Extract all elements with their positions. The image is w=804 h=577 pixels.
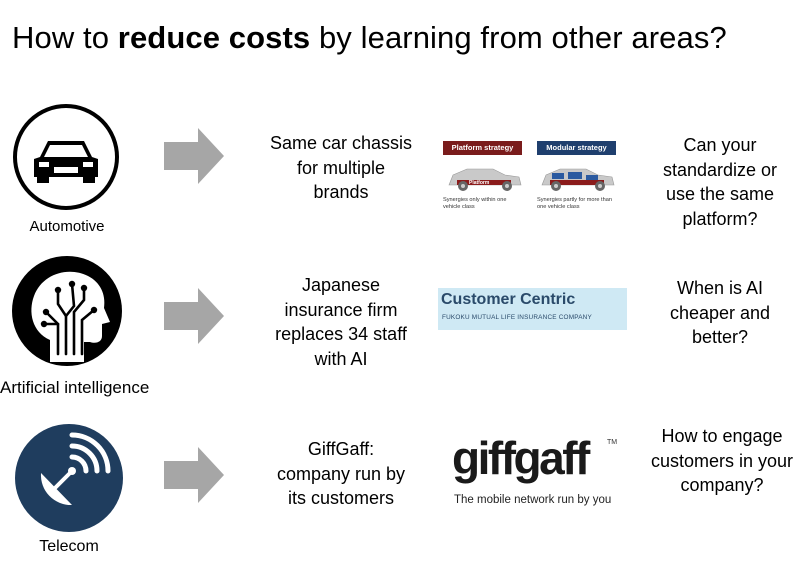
customer-centric-banner: Customer Centric FUKOKU MUTUAL LIFE INSU… bbox=[438, 288, 627, 330]
row-description-ai: Japanese insurance firm replaces 34 staf… bbox=[275, 275, 407, 369]
modular-strategy-label: Modular strategy bbox=[537, 141, 616, 155]
row-description-automotive: Same car chassis for multiple brands bbox=[269, 133, 413, 202]
platform-car-label: Platform bbox=[469, 180, 490, 186]
row-description-telecom: GiffGaff: company run by its customers bbox=[276, 439, 406, 508]
area-label-ai: Artificial intelligence bbox=[0, 378, 150, 397]
row-question-ai: When is AI cheaper and better? bbox=[669, 278, 771, 347]
customer-centric-subtitle: FUKOKU MUTUAL LIFE INSURANCE COMPANY bbox=[442, 314, 592, 321]
giffgaff-wordmark: giffgaff bbox=[452, 432, 590, 484]
modular-caption: Synergies partly for more than one vehic… bbox=[537, 197, 612, 210]
giffgaff-tagline: The mobile network run by you bbox=[454, 494, 612, 506]
strategy-image: Platform strategy Modular strategy Platf… bbox=[441, 141, 628, 219]
row-question-automotive: Can your standardize or use the same pla… bbox=[662, 135, 778, 229]
area-label-telecom: Telecom bbox=[39, 538, 99, 555]
area-label-automotive: Automotive bbox=[29, 218, 105, 235]
ai-head-icon bbox=[12, 256, 122, 366]
page-title: How to reduce costs by learning from oth… bbox=[12, 20, 727, 55]
right-arrow-icon bbox=[164, 128, 224, 184]
giffgaff-tm: TM bbox=[607, 439, 618, 446]
platform-strategy-label: Platform strategy bbox=[443, 141, 522, 155]
satellite-dish-icon bbox=[15, 424, 123, 532]
row-question-telecom: How to engage customers in your company? bbox=[650, 426, 794, 495]
modular-car-image bbox=[541, 168, 615, 191]
platform-car-image bbox=[448, 168, 522, 191]
right-arrow-icon bbox=[164, 288, 224, 344]
car-icon bbox=[13, 104, 119, 210]
customer-centric-title: Customer Centric bbox=[441, 291, 576, 308]
platform-caption: Synergies only within one vehicle class bbox=[443, 197, 507, 210]
right-arrow-icon bbox=[164, 447, 224, 503]
